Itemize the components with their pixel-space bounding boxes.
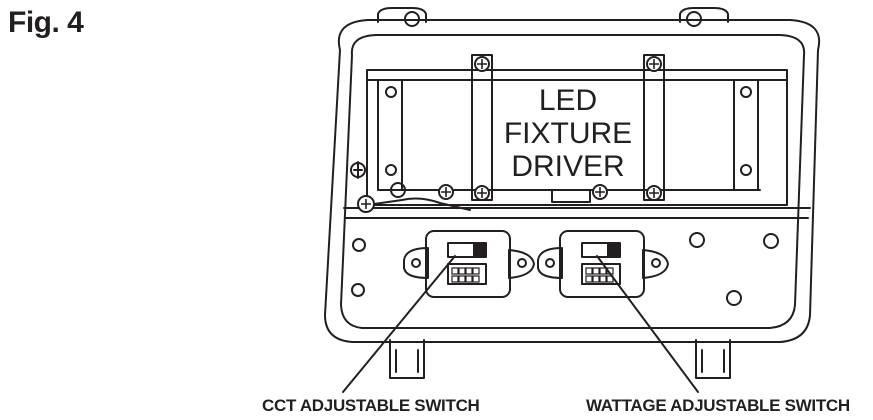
cct-dip-pins	[451, 267, 480, 283]
driver-connector	[551, 189, 591, 203]
housing-outer	[324, 19, 821, 343]
wattage-switch	[537, 230, 669, 298]
driver-label-line-1: LED	[539, 84, 597, 117]
ground-wire	[366, 197, 471, 211]
bracket-right	[643, 54, 665, 201]
driver-label-line-2: FIXTURE	[504, 117, 632, 150]
driver-compartment	[366, 69, 788, 206]
mounting-tab-right	[679, 7, 729, 23]
housing-inner	[340, 34, 806, 329]
wattage-switch-callout: WATTAGE ADJUSTABLE SWITCH	[586, 396, 850, 415]
figure-label: Fig. 4	[8, 6, 84, 39]
driver-label-line-3: DRIVER	[511, 150, 624, 183]
leader-wattage	[596, 255, 699, 393]
cct-switch	[403, 230, 535, 298]
mounting-tab-left	[377, 7, 427, 23]
leader-cct	[342, 255, 456, 393]
hinge-right	[695, 339, 731, 379]
cct-switch-callout: CCT ADJUSTABLE SWITCH	[262, 396, 480, 415]
wattage-dip-pins	[585, 267, 614, 283]
hinge-left	[389, 339, 425, 379]
bracket-left	[471, 54, 493, 201]
